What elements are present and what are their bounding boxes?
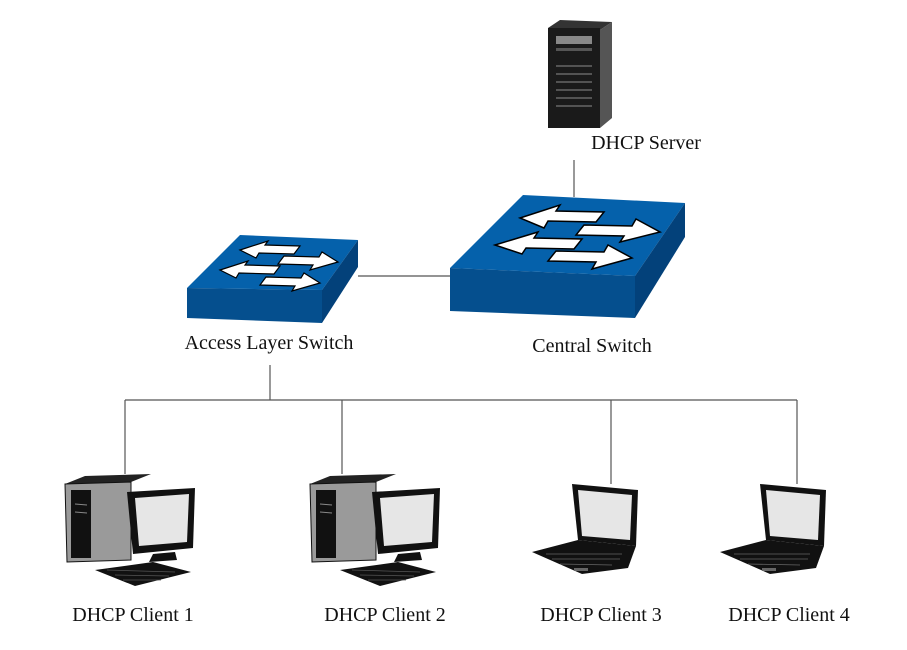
central-switch-label: Central Switch	[532, 335, 651, 358]
connection-lines	[125, 160, 797, 484]
laptop-icon	[532, 484, 638, 574]
client-1-label: DHCP Client 1	[72, 604, 194, 627]
desktop-pc-icon	[65, 474, 195, 586]
central-switch-icon	[450, 195, 685, 318]
client-4-label: DHCP Client 4	[728, 604, 850, 627]
client-3-label: DHCP Client 3	[540, 604, 662, 627]
server-icon	[548, 20, 612, 128]
access-switch-label: Access Layer Switch	[185, 332, 354, 355]
access-switch-icon	[187, 235, 358, 323]
desktop-pc-icon	[310, 474, 440, 586]
laptop-icon	[720, 484, 826, 574]
client-2-label: DHCP Client 2	[324, 604, 446, 627]
dhcp-server-label: DHCP Server	[591, 132, 701, 155]
